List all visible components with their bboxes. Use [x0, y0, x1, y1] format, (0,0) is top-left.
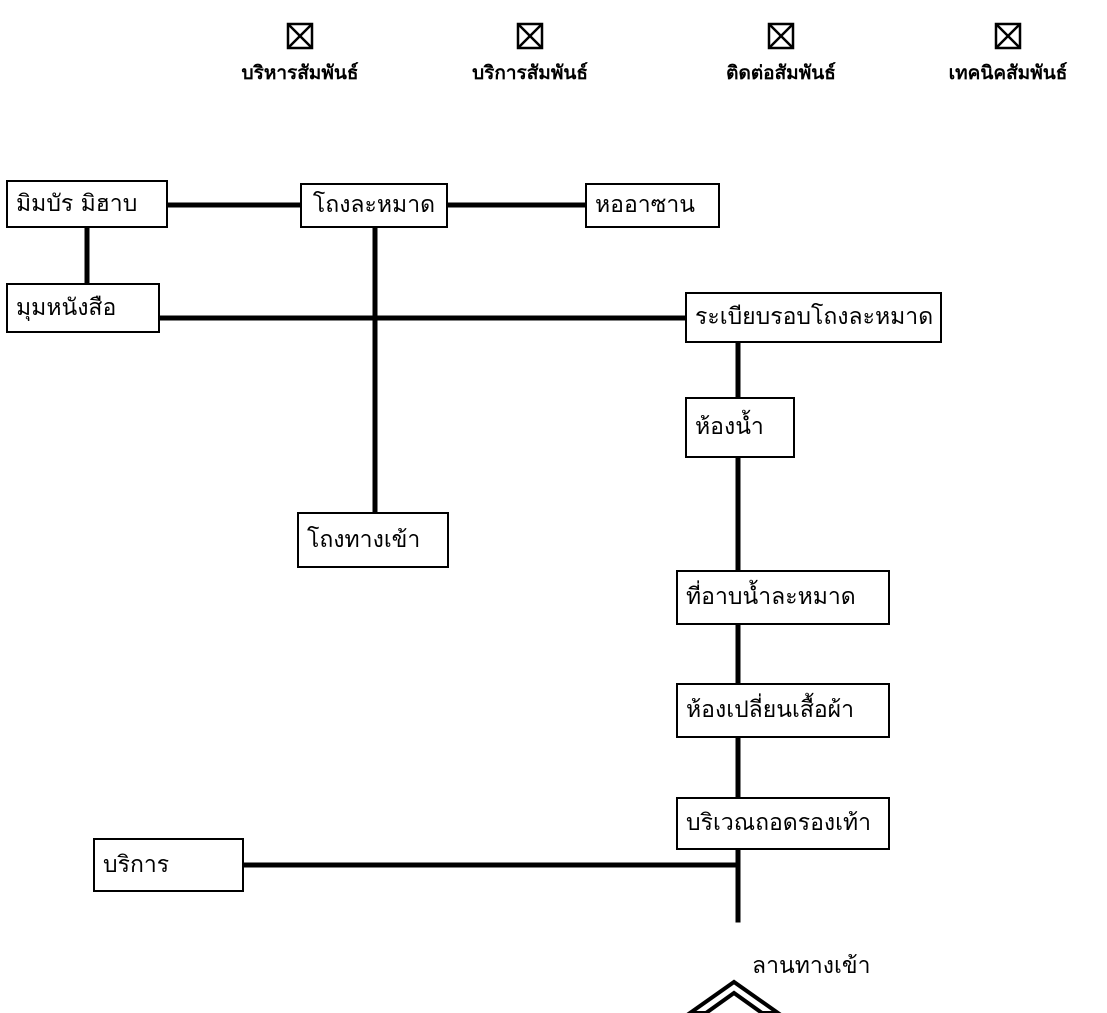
legend-label: บริการสัมพันธ์	[472, 62, 588, 84]
node-adhan-tower: หออาซาน	[585, 183, 720, 228]
node-ablution: ที่อาบน้ำละหมาด	[676, 570, 890, 625]
node-mimbar: มิมบัร มิฮาบ	[6, 180, 168, 228]
node-prayer-hall: โถงละหมาด	[300, 183, 448, 228]
node-entry-hall: โถงทางเข้า	[297, 512, 449, 568]
legend-item-technical: เทคนิคสัมพันธ์	[938, 22, 1078, 88]
node-changing-room: ห้องเปลี่ยนเสื้อผ้า	[676, 683, 890, 738]
entrance-arrow-icon	[686, 979, 782, 1013]
node-reading-corner: มุมหนังสือ	[6, 283, 160, 333]
node-toilet: ห้องน้ำ	[685, 397, 795, 458]
legend-item-contact: ติดต่อสัมพันธ์	[711, 22, 851, 88]
crossed-box-icon	[286, 22, 314, 50]
legend-item-service: บริการสัมพันธ์	[460, 22, 600, 88]
crossed-box-icon	[767, 22, 795, 50]
legend-label: ติดต่อสัมพันธ์	[726, 62, 836, 84]
crossed-box-icon	[516, 22, 544, 50]
crossed-box-icon	[994, 22, 1022, 50]
legend-label: บริหารสัมพันธ์	[241, 62, 359, 84]
legend-item-management: บริหารสัมพันธ์	[230, 22, 370, 88]
node-veranda: ระเบียบรอบโถงละหมาด	[685, 292, 942, 343]
legend-label: เทคนิคสัมพันธ์	[948, 62, 1068, 84]
node-shoe-area: บริเวณถอดรองเท้า	[676, 797, 890, 850]
entrance-plaza-label: ลานทางเข้า	[752, 953, 871, 979]
node-service: บริการ	[93, 838, 244, 892]
